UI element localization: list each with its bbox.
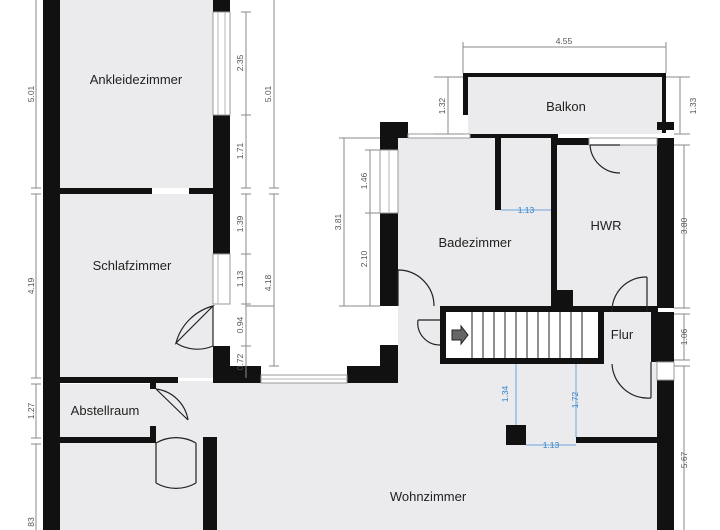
door-balkon xyxy=(589,144,621,174)
room-wohnzimmer xyxy=(153,381,657,530)
wall-bad-left-3 xyxy=(380,345,398,383)
wall-mid-bottom xyxy=(213,366,261,383)
wall-mid-2 xyxy=(213,194,230,254)
label-badezimmer: Badezimmer xyxy=(439,235,513,250)
wall-balkon-left xyxy=(463,73,468,115)
wall-left-exterior xyxy=(43,0,60,530)
door-wohn-left xyxy=(155,437,197,483)
wall-hwr-top xyxy=(557,138,589,145)
wall-abstell-right xyxy=(150,381,156,389)
wall-bad-top-right xyxy=(470,134,558,138)
label-abstellraum: Abstellraum xyxy=(71,403,140,418)
dim-left-83: 83 xyxy=(26,517,36,527)
wall-right-3 xyxy=(657,380,674,530)
wall-bad-left-1 xyxy=(380,138,398,150)
room-wohnzimmer-left xyxy=(60,443,156,530)
door-schlaf xyxy=(174,304,215,345)
stair-arrow-icon xyxy=(451,324,469,346)
dim-win-139: 1.39 xyxy=(235,215,245,232)
wall-balkon-right xyxy=(662,73,666,133)
dim-win-113: 1.13 xyxy=(235,270,245,287)
window-right xyxy=(656,361,675,381)
door-bad-left xyxy=(397,269,435,307)
wall-hwr-bottom-block xyxy=(551,290,573,308)
dim-balkon-133: 1.33 xyxy=(688,97,698,114)
window-bad-top xyxy=(407,133,471,139)
wall-bad-hwr xyxy=(551,138,557,308)
label-schlafzimmer: Schlafzimmer xyxy=(93,258,172,273)
dim-inner-wohn-134: 1.34 xyxy=(500,385,510,402)
wall-bad-left-2 xyxy=(380,213,398,306)
dim-balkon-455: 4.55 xyxy=(556,36,573,46)
wall-wohn-internal xyxy=(576,437,657,443)
wall-balkon-top xyxy=(463,73,666,77)
dim-left-127: 1.27 xyxy=(26,402,36,419)
dim-flur-106: 1.06 xyxy=(679,328,689,345)
wall-bad-internal xyxy=(495,138,501,210)
wall-stair-top xyxy=(440,306,658,312)
label-ankleidezimmer: Ankleidezimmer xyxy=(90,72,183,87)
dim-bad-210: 2.10 xyxy=(359,250,369,267)
dim-win-094: 0.94 xyxy=(235,316,245,333)
room-wohnzimmer-upper xyxy=(390,362,657,384)
label-wohnzimmer: Wohnzimmer xyxy=(390,489,467,504)
dim-left-501: 5.01 xyxy=(26,85,36,102)
label-flur: Flur xyxy=(611,327,634,342)
room-ankleidezimmer xyxy=(60,0,213,188)
dim-bad-146: 1.46 xyxy=(359,172,369,189)
column-wohn xyxy=(506,425,526,445)
room-badezimmer xyxy=(398,138,551,306)
room-hwr xyxy=(557,145,657,309)
door-bad-lower xyxy=(417,319,441,346)
dim-inner-wohn-113: 1.13 xyxy=(543,440,560,450)
wall-divider-3 xyxy=(60,437,156,443)
room-abstellraum xyxy=(60,384,153,437)
window-hwr-top xyxy=(588,137,658,146)
label-hwr: HWR xyxy=(590,218,621,233)
wall-divider-1 xyxy=(60,188,152,194)
door-hwr xyxy=(611,276,648,313)
dim-balkon-132: 1.32 xyxy=(437,97,447,114)
dim-left-419: 4.19 xyxy=(26,277,36,294)
dim-win-072: 0.72 xyxy=(235,353,245,370)
dim-hwr-380: 3.80 xyxy=(679,217,689,234)
wall-right-1 xyxy=(657,138,674,308)
dim-bad-381: 3.81 xyxy=(333,213,343,230)
dimension-lines xyxy=(31,0,690,530)
dim-win-235: 2.35 xyxy=(235,54,245,71)
wall-stair-left xyxy=(440,306,446,364)
door-flur xyxy=(611,362,652,399)
wall-right-2 xyxy=(651,312,674,362)
wall-column-left xyxy=(203,437,217,530)
dim-right-501: 5.01 xyxy=(263,85,273,102)
inner-dimension-lines xyxy=(501,209,577,446)
door-abstell xyxy=(155,388,189,421)
wall-stair-bottom xyxy=(440,358,598,364)
wall-divider-1b xyxy=(189,188,230,194)
window-schlaf xyxy=(212,253,231,305)
stairs xyxy=(446,312,598,358)
wall-stair-right xyxy=(598,306,604,364)
room-schlafzimmer xyxy=(60,194,213,378)
window-ankleide xyxy=(212,11,231,116)
dim-wohn-567: 5.67 xyxy=(679,451,689,468)
wall-mid-top xyxy=(213,0,230,12)
room-balkon xyxy=(468,77,662,134)
dim-inner-wohn-172: 1.72 xyxy=(570,391,580,408)
dim-right-418: 4.18 xyxy=(263,274,273,291)
wall-divider-2 xyxy=(60,377,178,383)
wall-abstell-right-b xyxy=(150,426,156,443)
dim-inner-bad-113: 1.13 xyxy=(518,205,535,215)
label-balkon: Balkon xyxy=(546,99,586,114)
dim-win-171: 1.71 xyxy=(235,142,245,159)
wall-bad-top xyxy=(380,122,408,138)
wall-mid-1 xyxy=(213,115,230,194)
